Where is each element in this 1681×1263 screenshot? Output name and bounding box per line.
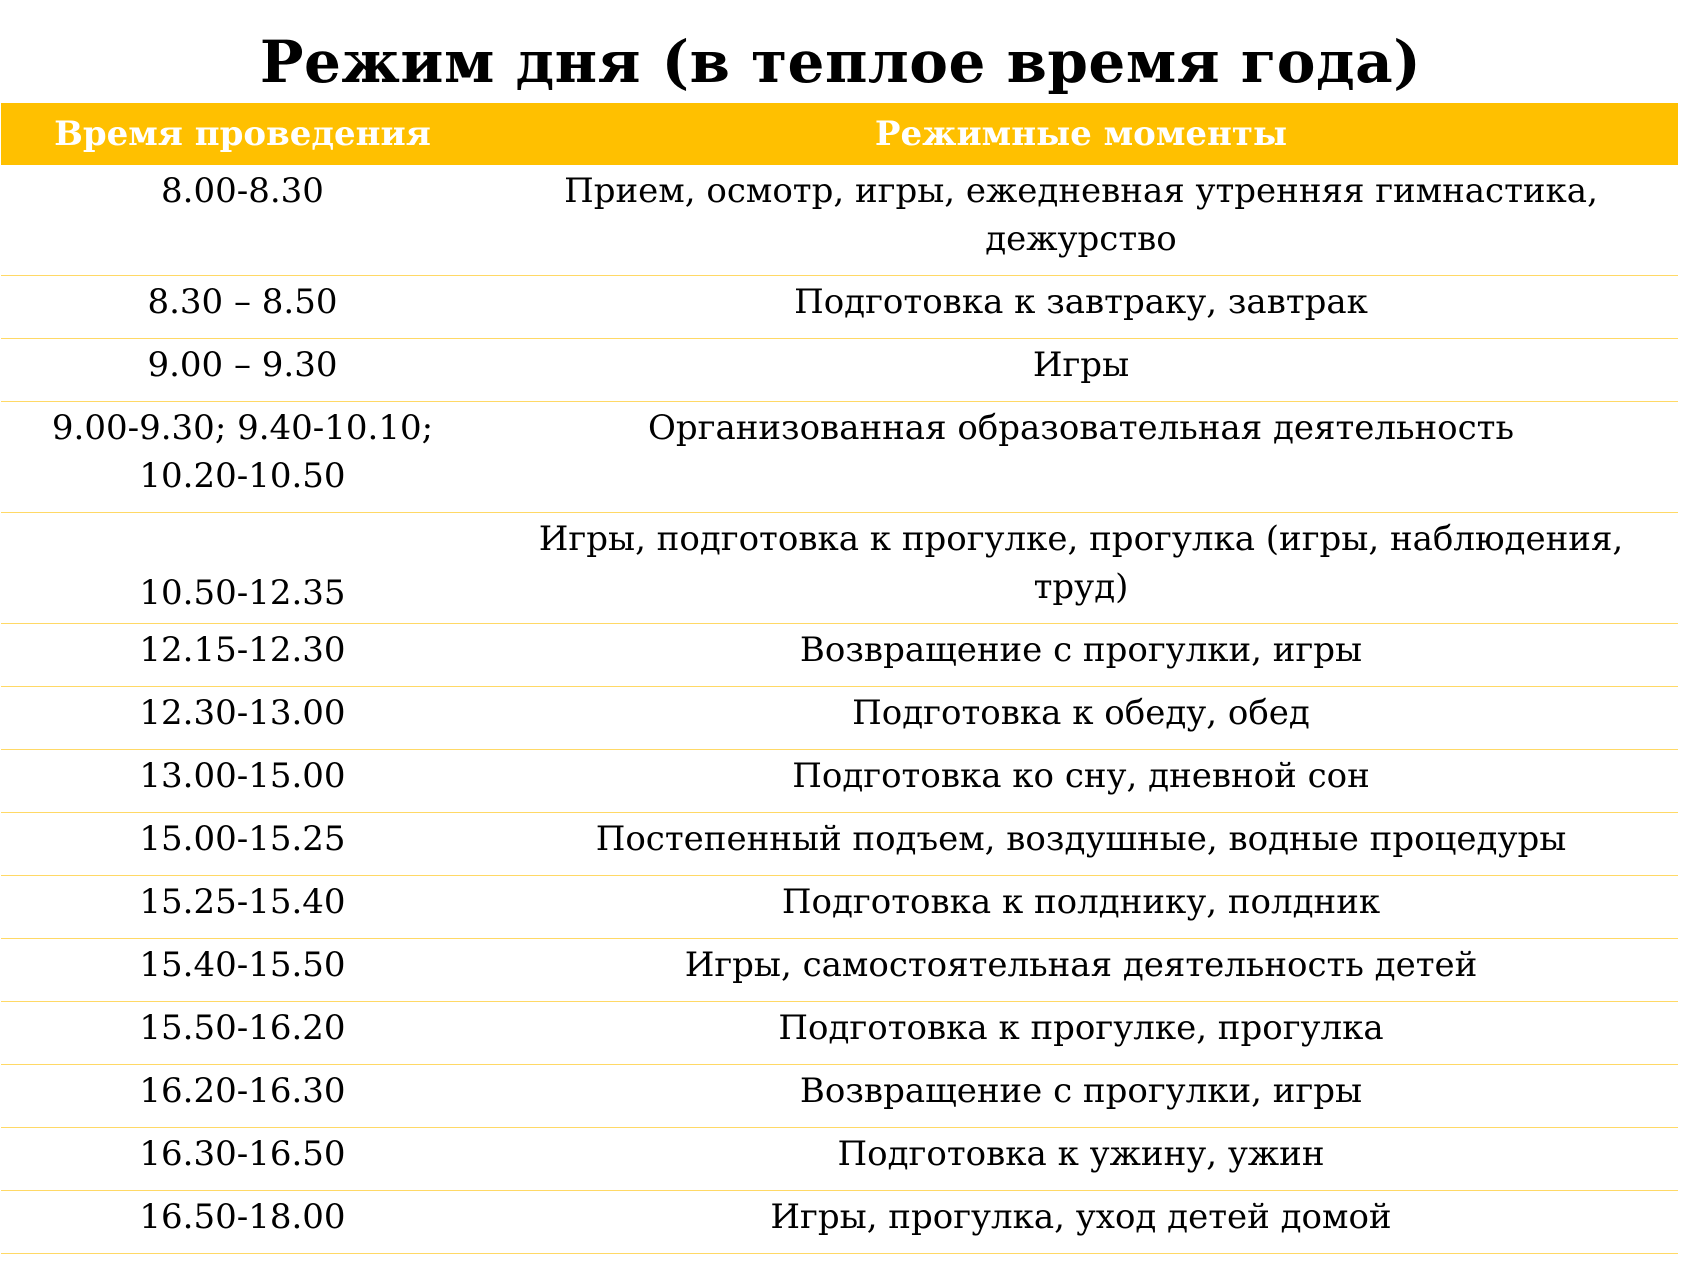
- activity-cell: Подготовка к прогулке, прогулка: [484, 1001, 1678, 1065]
- table-row: 15.50-16.20 Подготовка к прогулке, прогу…: [1, 1001, 1678, 1065]
- table-row: 16.30-16.50 Подготовка к ужину, ужин: [1, 1127, 1678, 1191]
- activity-cell: Возвращение с прогулки, игры: [484, 623, 1678, 687]
- time-cell: 9.00 – 9.30: [1, 338, 484, 402]
- activity-cell: Игры, самостоятельная деятельность детей: [484, 938, 1678, 1002]
- time-cell: 16.50-18.00: [1, 1190, 484, 1254]
- time-cell: 12.15-12.30: [1, 623, 484, 687]
- activity-cell: Возвращение с прогулки, игры: [484, 1064, 1678, 1128]
- activity-cell: Прием, осмотр, игры, ежедневная утренняя…: [484, 165, 1678, 276]
- table-row: 13.00-15.00 Подготовка ко сну, дневной с…: [1, 749, 1678, 813]
- activity-cell: Постепенный подъем, воздушные, водные пр…: [484, 812, 1678, 876]
- time-cell: 16.30-16.50: [1, 1127, 484, 1191]
- activity-cell: Подготовка к полднику, полдник: [484, 875, 1678, 939]
- table-row: 12.15-12.30 Возвращение с прогулки, игры: [1, 623, 1678, 687]
- table-row: 16.50-18.00 Игры, прогулка, уход детей д…: [1, 1190, 1678, 1254]
- time-cell: 9.00-9.30; 9.40-10.10; 10.20-10.50: [1, 401, 484, 513]
- table-row: 8.30 – 8.50 Подготовка к завтраку, завтр…: [1, 275, 1678, 339]
- time-cell: 8.30 – 8.50: [1, 275, 484, 339]
- time-cell: 15.25-15.40: [1, 875, 484, 939]
- activity-cell: Подготовка к ужину, ужин: [484, 1127, 1678, 1191]
- time-cell: 13.00-15.00: [1, 749, 484, 813]
- table-row: 16.20-16.30 Возвращение с прогулки, игры: [1, 1064, 1678, 1128]
- table-row: 8.00-8.30 Прием, осмотр, игры, ежедневна…: [1, 165, 1678, 276]
- activity-cell: Игры, прогулка, уход детей домой: [484, 1190, 1678, 1254]
- table-row: 9.00 – 9.30 Игры: [1, 338, 1678, 402]
- table-row: 10.50-12.35 Игры, подготовка к прогулке,…: [1, 512, 1678, 624]
- page-title: Режим дня (в теплое время года): [259, 28, 1422, 96]
- time-cell: 8.00-8.30: [1, 165, 484, 276]
- table-header-row: Время проведения Режимные моменты: [1, 103, 1678, 165]
- schedule-table: Время проведения Режимные моменты 8.00-8…: [1, 103, 1678, 1254]
- time-cell: 16.20-16.30: [1, 1064, 484, 1128]
- table-row: 9.00-9.30; 9.40-10.10; 10.20-10.50 Орган…: [1, 401, 1678, 513]
- activity-cell: Организованная образовательная деятельно…: [484, 401, 1678, 513]
- table-row: 12.30-13.00 Подготовка к обеду, обед: [1, 686, 1678, 750]
- activity-cell: Подготовка ко сну, дневной сон: [484, 749, 1678, 813]
- time-cell: 12.30-13.00: [1, 686, 484, 750]
- table-row: 15.00-15.25 Постепенный подъем, воздушны…: [1, 812, 1678, 876]
- time-cell: 15.50-16.20: [1, 1001, 484, 1065]
- activity-cell: Игры, подготовка к прогулке, прогулка (и…: [484, 512, 1678, 624]
- column-header-time: Время проведения: [1, 103, 484, 165]
- time-cell: 15.40-15.50: [1, 938, 484, 1002]
- column-header-activity: Режимные моменты: [484, 103, 1678, 165]
- time-cell: 15.00-15.25: [1, 812, 484, 876]
- table-row: 15.25-15.40 Подготовка к полднику, полдн…: [1, 875, 1678, 939]
- activity-cell: Игры: [484, 338, 1678, 402]
- activity-cell: Подготовка к обеду, обед: [484, 686, 1678, 750]
- activity-cell: Подготовка к завтраку, завтрак: [484, 275, 1678, 339]
- time-cell: 10.50-12.35: [1, 512, 484, 624]
- table-row: 15.40-15.50 Игры, самостоятельная деятел…: [1, 938, 1678, 1002]
